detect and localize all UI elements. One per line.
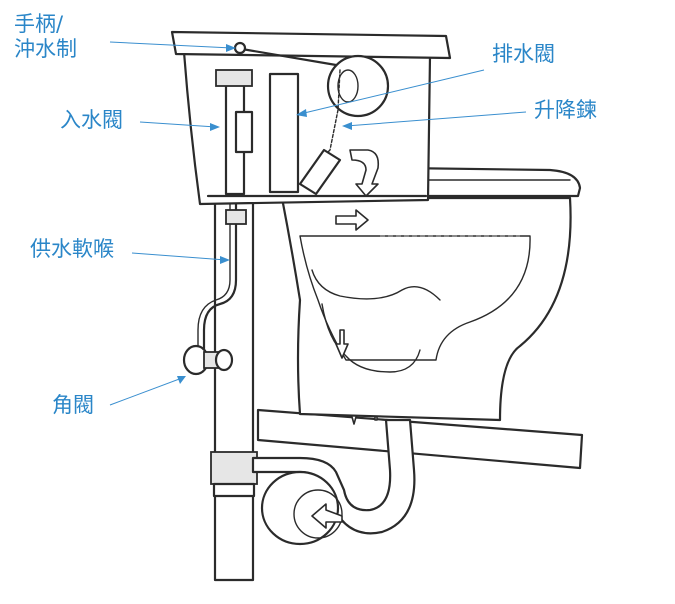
label-drain-valve: 排水閥 [492,42,555,66]
label-handle-flush: 手柄/ 沖水制 [14,12,77,62]
label-handle-line1: 手柄/ [14,12,64,36]
leader-supply [131,252,227,261]
leader-angle-arrow [177,376,186,384]
leader-inlet-arrow [210,123,220,131]
leader-drain-arrow [296,109,307,117]
label-lift-chain: 升降鍊 [534,98,597,122]
label-supply-hose: 供水軟喉 [30,237,114,261]
leader-drain [299,69,485,115]
fill-valve-head [215,69,253,87]
supply-hose-nut [225,209,247,225]
leader-inlet [139,121,217,128]
leader-handle [109,41,233,49]
drain-valve-float-inner [337,69,359,103]
tank-lid [170,30,452,60]
floor-slab [256,408,584,470]
leader-angle [109,377,183,406]
bowl-inner-wall [299,235,531,361]
label-inlet-valve: 入水閥 [60,108,123,132]
siphon-passage [311,269,441,301]
drain-pipe-collar-lower [212,482,256,498]
leader-supply-arrow [220,256,230,264]
toilet-bowl [280,196,572,422]
leader-handle-arrow [226,44,236,52]
rim-flow-arrow [335,209,369,231]
p-trap-inner [293,489,343,539]
leader-chain [345,111,527,127]
overflow-tube [268,72,300,194]
handle-pivot [233,41,247,55]
label-angle-valve: 角閥 [52,393,94,417]
p-trap-flow-arrow [311,503,343,529]
fill-valve-float [234,110,254,154]
siphon-curve [321,303,421,373]
supply-hose-inner [197,203,231,353]
handle-lever [234,46,344,68]
bowl-down-arrow [335,329,349,359]
supply-hose [202,202,238,354]
flapper [298,148,342,196]
drain-pipe-collar [210,451,258,485]
angle-valve-knob [214,348,234,372]
leader-chain-arrow [342,122,352,130]
label-handle-line2: 沖水制 [14,37,77,61]
